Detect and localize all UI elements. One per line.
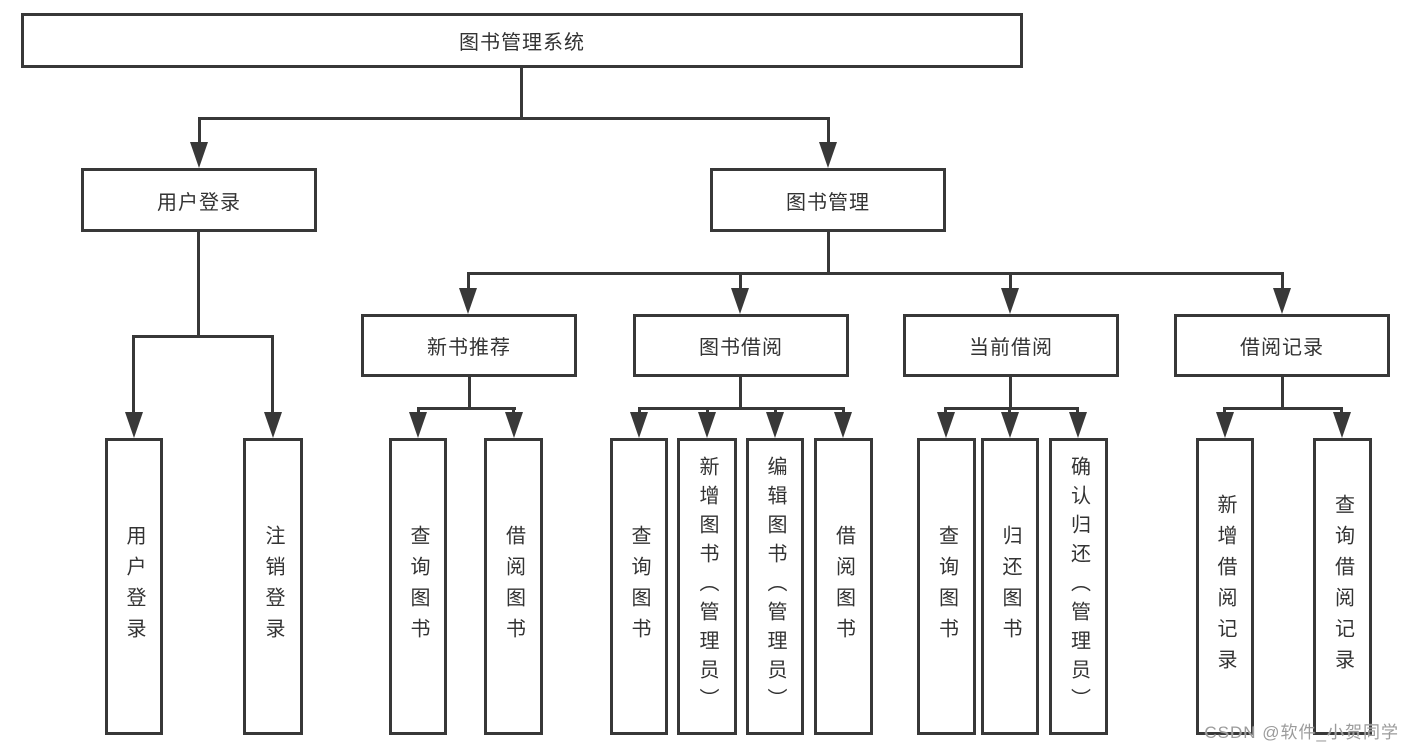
arrowhead-leaf-logout <box>264 412 282 438</box>
connector-new-book-stem <box>468 377 471 407</box>
arrowhead-current-borrow <box>1001 288 1019 314</box>
leaf-edit-books-admin: 编辑图书（管理员） <box>746 438 804 735</box>
connector-new-book-split <box>417 407 516 410</box>
connector-user-login-split <box>132 335 274 338</box>
arrowhead-bb-leaf4 <box>834 412 852 438</box>
leaf-add-books-admin: 新增图书（管理员） <box>677 438 737 735</box>
connector-to-leaf-user-login <box>132 335 135 415</box>
leaf-query-borrow-record: 查询借阅记录 <box>1313 438 1372 735</box>
connector-to-book-borrow <box>739 272 742 292</box>
connector-to-leaf-logout <box>271 335 274 415</box>
arrowhead-nb-leaf1 <box>409 412 427 438</box>
leaf-query-books-current: 查询图书 <box>917 438 976 735</box>
connector-to-borrow-record <box>1281 272 1284 292</box>
connector-root-to-book-mgmt <box>827 117 830 147</box>
connector-book-borrow-stem <box>739 377 742 407</box>
connector-borrow-record-stem <box>1281 377 1284 407</box>
arrowhead-nb-leaf2 <box>505 412 523 438</box>
arrowhead-user-login <box>190 142 208 168</box>
arrowhead-bb-leaf2 <box>698 412 716 438</box>
node-library-management-system: 图书管理系统 <box>21 13 1023 68</box>
connector-book-mgmt-split <box>467 272 1284 275</box>
leaf-confirm-return-admin: 确认归还（管理员） <box>1049 438 1108 735</box>
leaf-borrow-books: 借阅图书 <box>814 438 873 735</box>
leaf-user-login: 用户登录 <box>105 438 163 735</box>
leaf-return-books: 归还图书 <box>981 438 1039 735</box>
node-new-book-recommendation: 新书推荐 <box>361 314 577 377</box>
connector-book-borrow-split <box>638 407 845 410</box>
connector-to-new-book <box>467 272 470 292</box>
arrowhead-bb-leaf3 <box>766 412 784 438</box>
arrowhead-new-book <box>459 288 477 314</box>
node-current-borrowing: 当前借阅 <box>903 314 1119 377</box>
connector-user-login-stem <box>197 232 200 335</box>
leaf-query-books-borrow: 查询图书 <box>610 438 668 735</box>
node-book-borrowing: 图书借阅 <box>633 314 849 377</box>
arrowhead-br-leaf1 <box>1216 412 1234 438</box>
arrowhead-cb-leaf2 <box>1001 412 1019 438</box>
node-book-management: 图书管理 <box>710 168 946 232</box>
connector-current-borrow-split <box>944 407 1079 410</box>
connector-root-split <box>198 117 830 120</box>
arrowhead-cb-leaf3 <box>1069 412 1087 438</box>
connector-current-borrow-stem <box>1009 377 1012 407</box>
arrowhead-bb-leaf1 <box>630 412 648 438</box>
connector-root-stem <box>520 68 523 117</box>
leaf-borrow-books-recommend: 借阅图书 <box>484 438 543 735</box>
node-user-login: 用户登录 <box>81 168 317 232</box>
arrowhead-br-leaf2 <box>1333 412 1351 438</box>
connector-root-to-user-login <box>198 117 201 147</box>
leaf-logout-login: 注销登录 <box>243 438 303 735</box>
leaf-add-borrow-record: 新增借阅记录 <box>1196 438 1254 735</box>
csdn-watermark: CSDN @软件_小贺同学 <box>1204 723 1399 742</box>
arrowhead-cb-leaf1 <box>937 412 955 438</box>
arrowhead-book-mgmt <box>819 142 837 168</box>
arrowhead-borrow-record <box>1273 288 1291 314</box>
arrowhead-leaf-user-login <box>125 412 143 438</box>
connector-borrow-record-split <box>1223 407 1343 410</box>
arrowhead-book-borrow <box>731 288 749 314</box>
connector-to-current-borrow <box>1009 272 1012 292</box>
node-borrowing-records: 借阅记录 <box>1174 314 1390 377</box>
leaf-query-books-recommend: 查询图书 <box>389 438 447 735</box>
connector-book-mgmt-stem <box>827 232 830 272</box>
